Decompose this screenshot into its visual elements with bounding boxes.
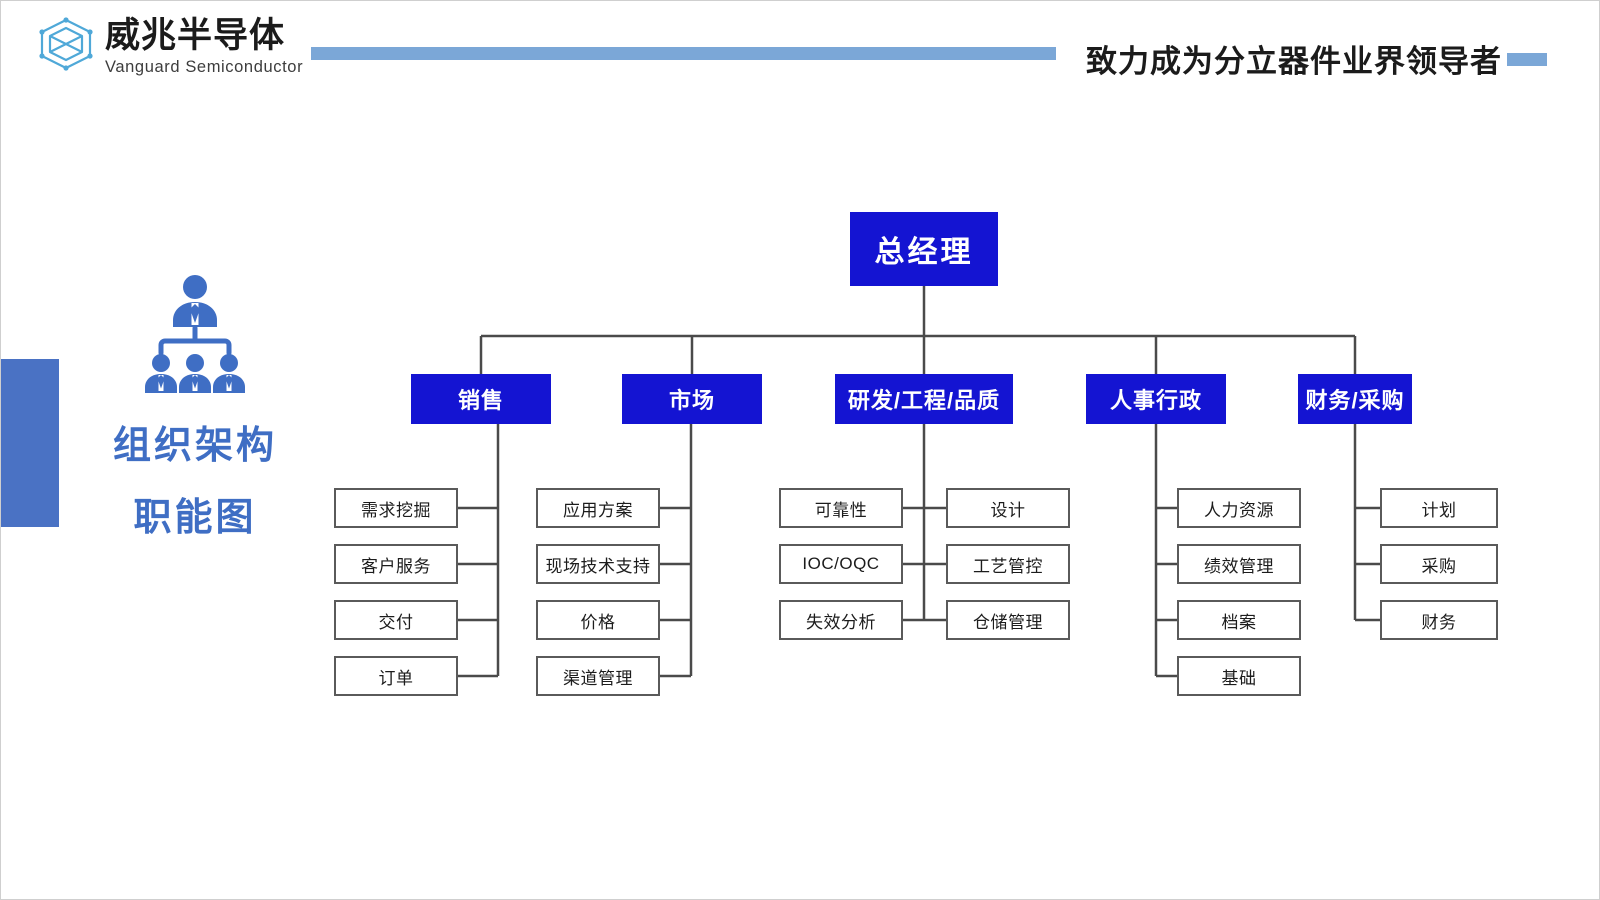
org-node-leaf-rd-r2[interactable]: 仓储管理 <box>946 600 1070 640</box>
org-node-leaf-finance-2[interactable]: 财务 <box>1380 600 1498 640</box>
org-node-leaf-rd-r1[interactable]: 工艺管控 <box>946 544 1070 584</box>
header-accent-dash <box>1507 53 1547 66</box>
org-node-leaf-marketing-3[interactable]: 渠道管理 <box>536 656 660 696</box>
page-title-line2: 职能图 <box>133 497 257 539</box>
org-node-root[interactable]: 总经理 <box>850 212 998 286</box>
vanguard-hexagon-logo-icon <box>39 17 93 71</box>
header-tagline: 致力成为分立器件业界领导者 <box>1086 44 1502 79</box>
org-node-leaf-sales-0[interactable]: 需求挖掘 <box>334 488 458 528</box>
org-node-dept-rd[interactable]: 研发/工程/品质 <box>835 374 1013 424</box>
org-node-leaf-finance-1[interactable]: 采购 <box>1380 544 1498 584</box>
org-node-leaf-hr-2[interactable]: 档案 <box>1177 600 1301 640</box>
org-node-leaf-rd-r0[interactable]: 设计 <box>946 488 1070 528</box>
org-node-dept-sales[interactable]: 销售 <box>411 374 551 424</box>
org-node-leaf-rd-l2[interactable]: 失效分析 <box>779 600 903 640</box>
org-node-leaf-hr-1[interactable]: 绩效管理 <box>1177 544 1301 584</box>
org-node-leaf-hr-0[interactable]: 人力资源 <box>1177 488 1301 528</box>
left-title-panel: 组织架构 职能图 <box>97 273 293 537</box>
header-divider-bar <box>311 47 1056 60</box>
brand-logo: 威兆半导体 Vanguard Semiconductor <box>37 17 303 79</box>
org-node-leaf-finance-0[interactable]: 计划 <box>1380 488 1498 528</box>
org-node-leaf-hr-3[interactable]: 基础 <box>1177 656 1301 696</box>
org-node-dept-finance[interactable]: 财务/采购 <box>1298 374 1412 424</box>
org-node-leaf-marketing-1[interactable]: 现场技术支持 <box>536 544 660 584</box>
org-node-leaf-sales-3[interactable]: 订单 <box>334 656 458 696</box>
slide-header: 威兆半导体 Vanguard Semiconductor 致力成为分立器件业界领… <box>1 1 1599 105</box>
org-chart-people-icon <box>145 275 245 393</box>
page-title-line1: 组织架构 <box>112 425 277 467</box>
org-node-leaf-marketing-2[interactable]: 价格 <box>536 600 660 640</box>
org-node-leaf-sales-1[interactable]: 客户服务 <box>334 544 458 584</box>
brand-name-cn: 威兆半导体 <box>105 15 286 55</box>
brand-name-en: Vanguard Semiconductor <box>105 57 304 76</box>
org-node-dept-hr[interactable]: 人事行政 <box>1086 374 1226 424</box>
org-node-leaf-rd-l0[interactable]: 可靠性 <box>779 488 903 528</box>
brand-logo-text: 威兆半导体 Vanguard Semiconductor <box>105 15 304 78</box>
left-accent-bar <box>1 359 59 527</box>
org-node-dept-marketing[interactable]: 市场 <box>622 374 762 424</box>
org-node-leaf-marketing-0[interactable]: 应用方案 <box>536 488 660 528</box>
org-node-leaf-rd-l1[interactable]: IOC/OQC <box>779 544 903 584</box>
org-node-leaf-sales-2[interactable]: 交付 <box>334 600 458 640</box>
